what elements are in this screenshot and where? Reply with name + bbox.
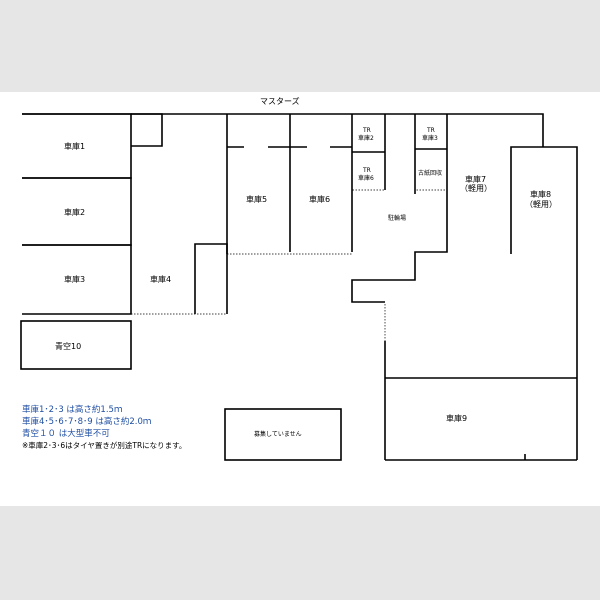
garage3-label: 車庫3 <box>64 275 86 284</box>
tr-garage6-bottom-label: 車庫6 <box>358 175 374 182</box>
note-open-air10: 青空１０ は大型車不可 <box>22 429 110 439</box>
tr-garage3-top-label: TR <box>427 127 435 134</box>
floor-plan-drawing <box>20 113 578 461</box>
bicycle-parking-label: 駐輪場 <box>388 215 407 222</box>
garage7-left-wall <box>351 114 448 303</box>
top-boundary-wall <box>22 113 544 147</box>
tire-recovery-label: 古紙回収 <box>418 170 443 177</box>
tr-garage2-bottom-label: 車庫2 <box>358 135 374 142</box>
small-box-wall <box>131 113 163 147</box>
garage4-label: 車庫4 <box>150 275 172 284</box>
garage9-label: 車庫9 <box>446 414 468 423</box>
tr-garage2-top-label: TR <box>363 127 371 134</box>
tr-garage3-bottom-label: 車庫3 <box>422 135 438 142</box>
open-air10-label: 青空10 <box>55 342 82 351</box>
garage3-walls <box>22 244 132 315</box>
tr-garage6-top-label: TR <box>363 167 371 174</box>
tr-dotted-box <box>351 151 386 191</box>
garage8-note: （軽用） <box>525 200 557 209</box>
street-label: マスターズ <box>260 97 300 106</box>
garage8-walls <box>510 146 578 460</box>
note-height-4-9: 車庫4･5･6･7･8･9 は高さ約2.0ｍ <box>22 417 152 427</box>
garage7-label: 車庫7 <box>465 175 487 184</box>
note-tire-storage: ※車庫2･3･6はタイヤ置きが別途TRになります。 <box>22 441 187 450</box>
garage6-label: 車庫6 <box>309 195 331 204</box>
note-height-1-2-3: 車庫1･2･3 は高さ約1.5ｍ <box>22 405 123 415</box>
not-recruiting-label: 募集していません <box>254 431 302 438</box>
garage2-label: 車庫2 <box>64 208 86 217</box>
garage4-inner-box <box>194 243 228 314</box>
garage8-label: 車庫8 <box>530 190 552 199</box>
open-air10-box <box>20 320 132 370</box>
floor-plan-sheet: マスターズ 車庫1 車庫2 車庫3 車庫4 車庫5 車庫6 TR 車庫2 TR … <box>0 92 600 506</box>
garage7-note: （軽用） <box>460 184 492 193</box>
garage5-label: 車庫5 <box>246 195 268 204</box>
not-recruiting-box <box>224 408 342 461</box>
tr3-dotted-box <box>414 148 448 191</box>
garage1-label: 車庫1 <box>64 142 86 151</box>
